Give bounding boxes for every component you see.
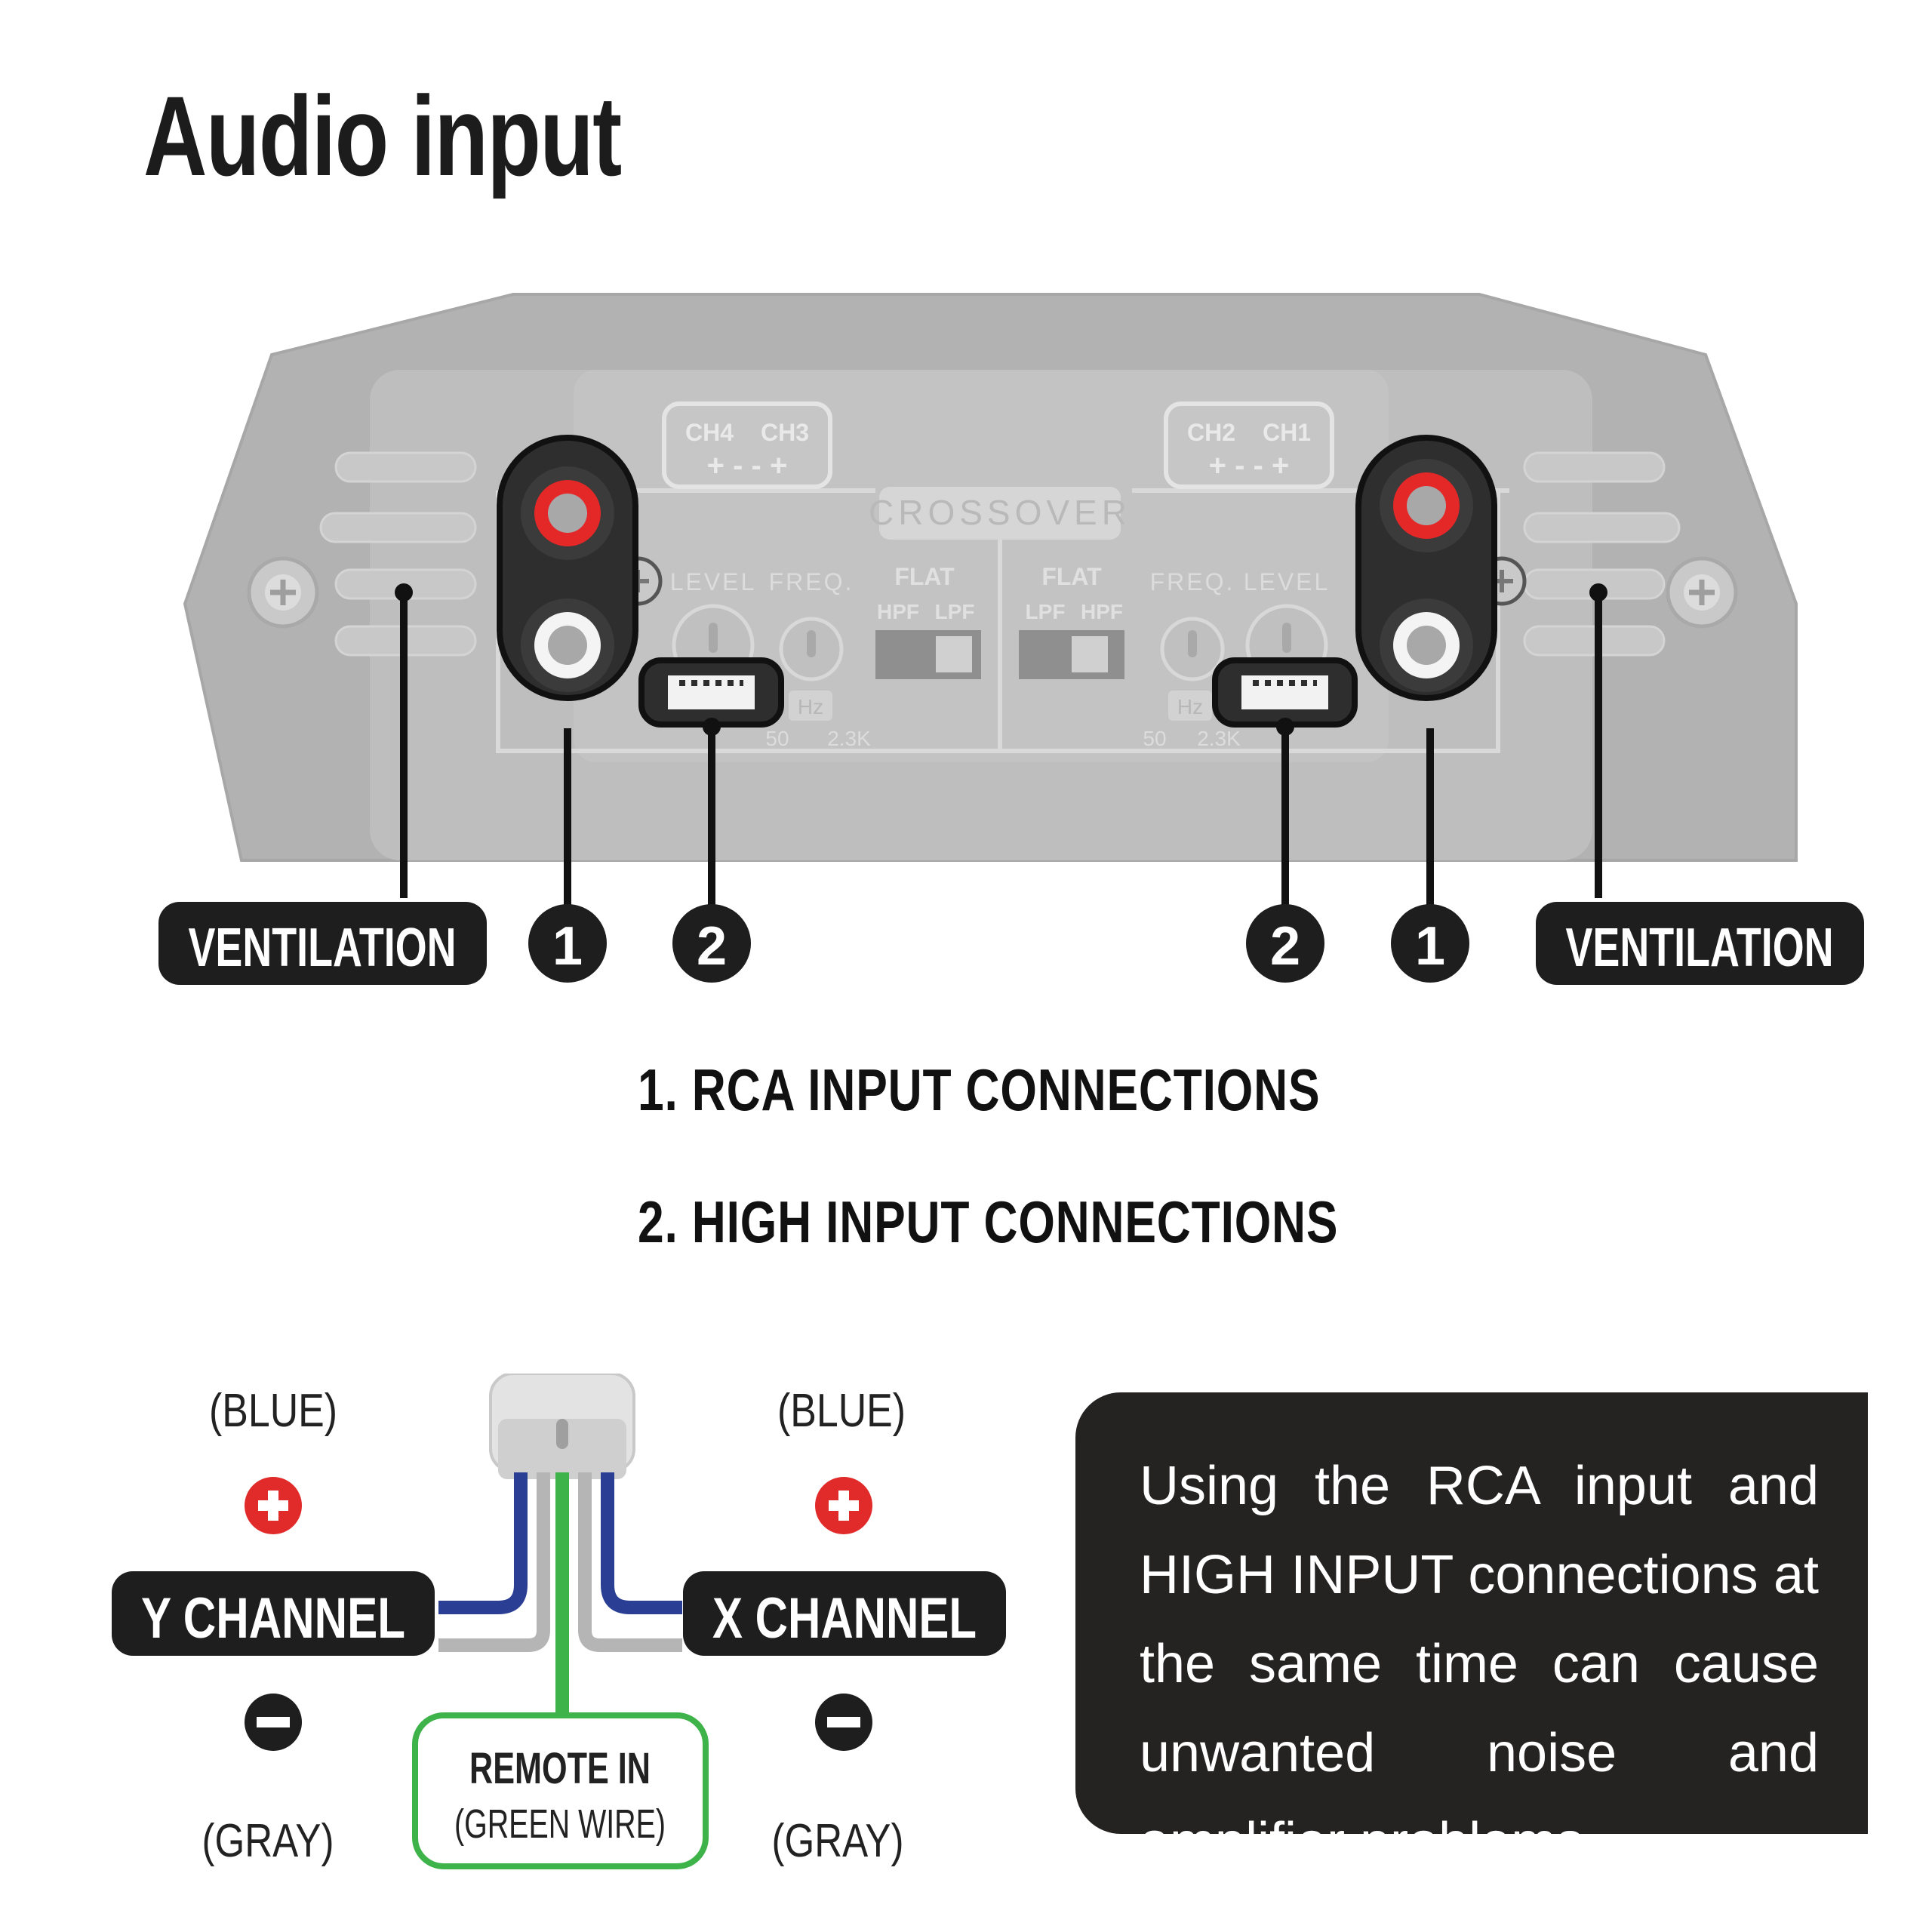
svg-text:LPF: LPF: [1026, 600, 1066, 623]
svg-text:2: 2: [697, 916, 727, 977]
wire-blue-right: [601, 1472, 682, 1614]
wiring-diagram: (BLUE) (BLUE) (GRAY) (GRAY) Y CHANNEL X …: [112, 1374, 1006, 1869]
page-title: Audio input: [143, 72, 622, 199]
svg-text:LPF: LPF: [935, 600, 975, 623]
rca-input-right: [1355, 435, 1497, 701]
minus-icon: [245, 1694, 302, 1751]
svg-text:FLAT: FLAT: [894, 563, 955, 590]
callout-lines: [400, 592, 1602, 917]
svg-text:Hz: Hz: [1177, 695, 1203, 718]
svg-text:2.3K: 2.3K: [1197, 727, 1241, 750]
svg-text:CH4: CH4: [685, 419, 734, 446]
left-blue-label: (BLUE): [209, 1385, 337, 1437]
left-gray-label: (GRAY): [202, 1815, 334, 1867]
crossover-switch-right: FLAT LPF HPF: [1019, 563, 1124, 679]
badge-2-right: 2: [1246, 904, 1324, 983]
speaker-terminal-right: CH2 CH1 + - - +: [1164, 401, 1334, 489]
wire-harness-plug: [489, 1374, 635, 1479]
svg-text:Hz: Hz: [798, 695, 823, 718]
svg-text:VENTILATION: VENTILATION: [1566, 918, 1834, 978]
remote-in-box: REMOTE IN (GREEN WIRE): [412, 1712, 709, 1869]
svg-text:LEVEL: LEVEL: [670, 568, 757, 595]
badge-1-left: 1: [528, 904, 607, 983]
svg-text:VENTILATION: VENTILATION: [189, 918, 457, 978]
svg-text:FREQ.: FREQ.: [769, 568, 854, 595]
speaker-terminal-left: CH4 CH3 + - - +: [662, 401, 832, 489]
wire-gray-left: [438, 1472, 550, 1652]
svg-text:Y CHANNEL: Y CHANNEL: [141, 1586, 405, 1651]
svg-text:(GREEN WIRE): (GREEN WIRE): [454, 1801, 666, 1847]
svg-text:CH3: CH3: [761, 419, 809, 446]
plus-icon: [815, 1477, 872, 1534]
svg-text:2.3K: 2.3K: [827, 727, 871, 750]
ventilation-tag-left: VENTILATION: [158, 902, 487, 985]
freq-knob-left: [779, 617, 844, 681]
svg-text:+ - - +: + - - +: [1209, 449, 1290, 482]
legend-high-input: 2. HIGH INPUT CONNECTIONS: [638, 1189, 1339, 1255]
rca-input-left: [497, 435, 638, 701]
svg-text:50: 50: [1143, 727, 1166, 750]
svg-text:REMOTE IN: REMOTE IN: [469, 1744, 651, 1793]
svg-text:+ - - +: + - - +: [707, 449, 788, 482]
screw-icon: [247, 556, 319, 629]
svg-text:HPF: HPF: [877, 600, 919, 623]
svg-text:1: 1: [552, 916, 583, 977]
svg-text:1: 1: [1415, 916, 1445, 977]
y-channel-tag: Y CHANNEL: [112, 1571, 435, 1656]
badge-2-left: 2: [672, 904, 751, 983]
crossover-label: CROSSOVER: [869, 493, 1131, 532]
warning-note-text: Using the RCA input and HIGH INPUT conne…: [1140, 1456, 1819, 1872]
crossover-switch-left: FLAT HPF LPF: [875, 563, 981, 679]
screw-icon: [1666, 556, 1738, 629]
crossover-label-box: [879, 487, 1121, 540]
wire-blue-left: [438, 1472, 528, 1614]
svg-text:CH2: CH2: [1187, 419, 1235, 446]
svg-text:FLAT: FLAT: [1041, 563, 1102, 590]
svg-text:CH1: CH1: [1263, 419, 1311, 446]
svg-text:LEVEL: LEVEL: [1244, 568, 1331, 595]
badge-1-right: 1: [1391, 904, 1469, 983]
svg-text:50: 50: [765, 727, 789, 750]
svg-text:FREQ.: FREQ.: [1150, 568, 1235, 595]
freq-knob-right: [1160, 617, 1225, 681]
amplifier-diagram: CH4 CH3 + - - + CH2 CH1 + - - + CROSSOVE…: [158, 293, 1864, 985]
right-gray-label: (GRAY): [772, 1815, 904, 1867]
plus-icon: [245, 1477, 302, 1534]
x-channel-tag: X CHANNEL: [683, 1571, 1006, 1656]
svg-text:HPF: HPF: [1081, 600, 1123, 623]
ventilation-tag-right: VENTILATION: [1536, 902, 1864, 985]
right-blue-label: (BLUE): [777, 1385, 906, 1437]
minus-icon: [815, 1694, 872, 1751]
wire-gray-right: [578, 1472, 682, 1652]
legend-rca-input: 1. RCA INPUT CONNECTIONS: [638, 1057, 1321, 1123]
high-input-left: [638, 657, 784, 728]
svg-text:X CHANNEL: X CHANNEL: [712, 1586, 977, 1651]
svg-text:2: 2: [1270, 916, 1300, 977]
warning-note: Using the RCA input and HIGH INPUT conne…: [1075, 1392, 1868, 1872]
high-input-right: [1212, 657, 1358, 728]
